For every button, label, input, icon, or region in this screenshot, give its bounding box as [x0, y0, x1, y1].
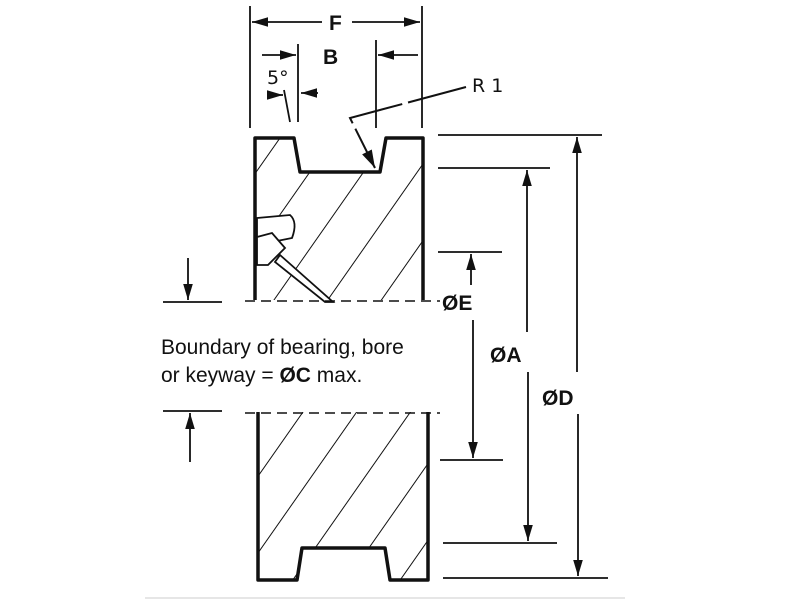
radius-leader — [348, 86, 467, 169]
label-dia-D: ØD — [542, 387, 574, 410]
dimension-B — [262, 40, 418, 128]
label-F: F — [329, 12, 342, 35]
dimension-C — [183, 258, 195, 462]
label-B: B — [323, 46, 338, 69]
bore-note-line2: or keyway = ØC max. — [161, 364, 362, 387]
label-dia-E: ØE — [442, 292, 472, 315]
label-dia-A: ØA — [490, 344, 522, 367]
bore-note-line1: Boundary of bearing, bore — [161, 336, 404, 359]
dimension-D — [572, 137, 583, 576]
dimension-A — [522, 170, 533, 541]
label-angle: 5° — [267, 67, 289, 89]
lower-section — [256, 412, 430, 582]
dimension-F — [249, 6, 423, 128]
dimension-E — [466, 254, 478, 458]
label-radius: R 1 — [472, 75, 503, 97]
set-screw-detail — [256, 214, 336, 303]
dimension-angle — [266, 88, 318, 123]
extension-lines — [163, 134, 608, 579]
upper-section — [253, 136, 425, 303]
